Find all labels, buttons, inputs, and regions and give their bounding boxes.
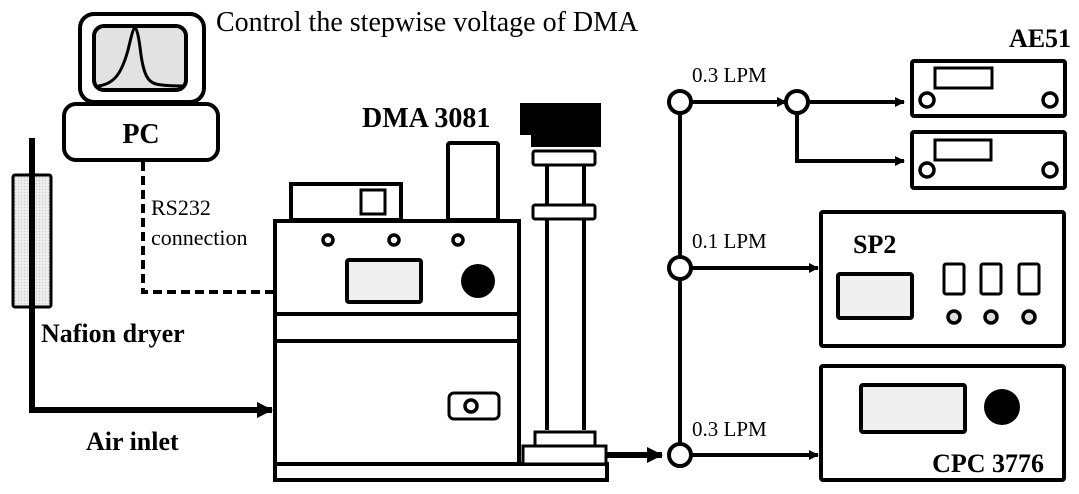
- cpc-display: [859, 383, 967, 434]
- ae51-flow-label: 0.3 LPM: [692, 63, 767, 87]
- dma-display: [345, 258, 423, 304]
- air-inlet-label: Air inlet: [86, 427, 179, 456]
- dma-top-button: [359, 188, 387, 216]
- dma-knob-2: [387, 233, 401, 247]
- sp2-label: SP2: [853, 230, 896, 259]
- sp2-indicator-1: [942, 262, 966, 296]
- ae51-unit-1-port-in: [918, 91, 936, 109]
- dma-column-ring-mid: [531, 203, 597, 221]
- cpc-flow-label: 0.3 LPM: [692, 417, 767, 441]
- sp2-flow-label: 0.1 LPM: [692, 229, 767, 253]
- cpc-instrument: CPC 3776: [819, 364, 1066, 482]
- dma-column: [520, 103, 608, 466]
- ae51-unit-1-port-out: [1041, 91, 1059, 109]
- ae51-unit-2: [910, 130, 1067, 190]
- ae51-unit-2-display: [933, 138, 993, 162]
- sp2-knob-3: [1021, 309, 1037, 325]
- ae51-split-node: [784, 89, 810, 115]
- dma-classifier: [273, 141, 609, 482]
- ae51-unit-2-port-in: [918, 161, 936, 179]
- splitter-node-sp2: [667, 255, 693, 281]
- sp2-knob-1: [946, 309, 962, 325]
- dma-top-tower: [446, 141, 500, 222]
- dma-knob-1: [321, 233, 335, 247]
- pc-computer: PC: [62, 12, 220, 162]
- cpc-power-button: [984, 389, 1020, 425]
- sp2-display: [836, 272, 914, 320]
- dma-column-foot-lower: [521, 444, 608, 466]
- splitter-node-ae51: [667, 89, 693, 115]
- size-distribution-peak-icon: [97, 26, 185, 88]
- ae51-unit-1: [910, 59, 1067, 118]
- sp2-indicator-2: [979, 262, 1003, 296]
- dma-column-cap: [520, 103, 601, 147]
- ae51-label: AE51: [1009, 24, 1071, 53]
- rs232-label-line2: connection: [151, 225, 248, 250]
- dma-port-hole: [463, 398, 479, 414]
- nafion-dryer-label: Nafion dryer: [41, 319, 185, 348]
- splitter-node-cpc: [667, 442, 693, 468]
- dma-label: DMA 3081: [362, 103, 490, 134]
- sp2-instrument: SP2: [819, 210, 1066, 348]
- sp2-knob-2: [983, 309, 999, 325]
- pc-box: [62, 102, 220, 162]
- ae51-unit-1-display: [933, 66, 994, 90]
- dma-knob-3: [451, 233, 465, 247]
- rs232-connection-line: [141, 162, 274, 294]
- ae51-unit-2-port-out: [1041, 161, 1059, 179]
- air-inlet-line: [29, 138, 273, 418]
- rs232-label-line1: RS232: [151, 195, 211, 220]
- ae51-line-lower: [795, 113, 905, 166]
- dma-column-foot-upper: [533, 430, 597, 448]
- sp2-indicator-3: [1017, 262, 1041, 296]
- dma-column-ring-top: [531, 149, 597, 167]
- dma-base: [273, 462, 609, 482]
- control-caption: Control the stepwise voltage of DMA: [216, 7, 639, 38]
- dma-power-button: [461, 264, 495, 298]
- pc-label: PC: [122, 119, 159, 150]
- cpc-label: CPC 3776: [932, 449, 1044, 478]
